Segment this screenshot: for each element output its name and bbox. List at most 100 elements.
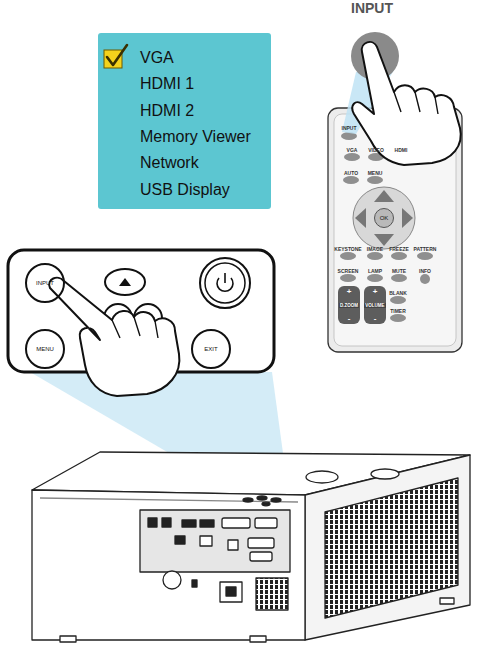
- remote-control: [344, 153, 360, 161]
- remote-control: [390, 296, 406, 304]
- button-label: INFO: [419, 268, 431, 274]
- button-label: VIDEO: [368, 147, 384, 153]
- projector: [305, 455, 470, 640]
- node-text: +: [373, 287, 378, 296]
- projector: [162, 518, 171, 527]
- control-panel: [105, 269, 145, 295]
- projector: [200, 520, 214, 527]
- check-box: [107, 45, 127, 65]
- remote-control: [374, 234, 394, 246]
- projector: [250, 636, 266, 642]
- button-label: AUTO: [344, 170, 358, 176]
- menu-button: MENU: [25, 329, 65, 369]
- button-label: INPUT: [342, 125, 357, 131]
- input-button: INPUT: [25, 263, 65, 303]
- projector: [200, 536, 212, 546]
- projector: [257, 496, 267, 500]
- remote-control: [343, 176, 359, 184]
- button-label: BLANK: [389, 290, 407, 296]
- node-text: VOLUME: [364, 303, 385, 308]
- projector: [32, 452, 470, 642]
- hand: [352, 42, 460, 165]
- hand: [112, 317, 158, 338]
- node-text: HDMI 2: [140, 102, 194, 120]
- projector: [250, 552, 272, 561]
- volume-rocker: + VOLUME -: [364, 286, 386, 324]
- button-label: IMAGE: [367, 246, 383, 252]
- remote-control: [417, 252, 433, 260]
- check-box: [104, 50, 122, 68]
- projector: [271, 498, 281, 502]
- remote-control: [391, 274, 407, 282]
- remote-control: [367, 176, 383, 184]
- projector: [371, 469, 399, 479]
- ok-button: OK: [374, 208, 394, 228]
- node-text: INPUT: [36, 280, 54, 287]
- node-text: OK: [380, 215, 389, 222]
- remote-control: [340, 274, 356, 282]
- control-panel: [200, 258, 250, 308]
- hand: [394, 92, 438, 114]
- projector: [243, 498, 253, 502]
- projector: [248, 538, 274, 548]
- button-label: TIMER: [390, 308, 406, 314]
- projector: [262, 502, 270, 506]
- projector: [140, 510, 290, 572]
- remote-control: [367, 274, 383, 282]
- node-text: HDMI 1: [140, 75, 194, 93]
- remote-control: [390, 314, 406, 322]
- button-label: PATTERN: [414, 246, 437, 252]
- remote-control: [367, 252, 383, 260]
- projector: [182, 520, 196, 527]
- projector: [306, 471, 338, 483]
- remote-control: [402, 208, 413, 228]
- node-text: Memory Viewer: [140, 128, 251, 146]
- node-text: VGA: [140, 49, 174, 67]
- button-label: VGA: [347, 147, 358, 153]
- remote-control: [340, 252, 356, 260]
- projector: [256, 578, 288, 610]
- node-text: +: [347, 287, 352, 296]
- control-panel: [224, 273, 226, 283]
- button-title: INPUT: [351, 1, 393, 16]
- remote-control: [420, 274, 430, 284]
- hand: [49, 278, 179, 396]
- projector: [192, 580, 197, 587]
- remote-control: [353, 187, 415, 249]
- projector: [175, 536, 185, 544]
- projector: [325, 478, 458, 618]
- hand: [352, 42, 460, 165]
- check-box: [104, 45, 127, 68]
- projector: [163, 571, 181, 589]
- button-label: HDMI: [395, 147, 408, 153]
- node-text: EXIT: [204, 346, 217, 353]
- projector: [32, 490, 305, 640]
- button-label: MUTE: [392, 268, 406, 274]
- projector: [226, 587, 236, 596]
- node-text: USB Display: [140, 181, 230, 199]
- control-panel: [205, 263, 245, 303]
- input-menu: VGA HDMI 1 HDMI 2 Memory ViewerNetworkUSB D…: [98, 33, 271, 209]
- node-text: -: [348, 314, 351, 323]
- projector: [220, 582, 242, 602]
- button-label: SCREEN: [338, 268, 359, 274]
- button-label: FREEZE: [389, 246, 409, 252]
- button-label: MENU: [368, 170, 383, 176]
- control-panel: [119, 278, 131, 286]
- projector: [228, 540, 238, 550]
- node-text: D.ZOOM: [339, 303, 359, 308]
- hand: [49, 278, 179, 396]
- projector: [222, 518, 250, 528]
- remote-control: [355, 208, 366, 228]
- projector: [148, 518, 157, 527]
- node-text: Network: [140, 154, 199, 172]
- node-text: MENU: [36, 346, 54, 353]
- node-text: -: [374, 314, 377, 323]
- button-label: KEYSTONE: [334, 246, 361, 252]
- exit-button: EXIT: [191, 329, 231, 369]
- projector: [440, 598, 454, 604]
- button-label: LAMP: [368, 268, 382, 274]
- projector: [255, 518, 277, 528]
